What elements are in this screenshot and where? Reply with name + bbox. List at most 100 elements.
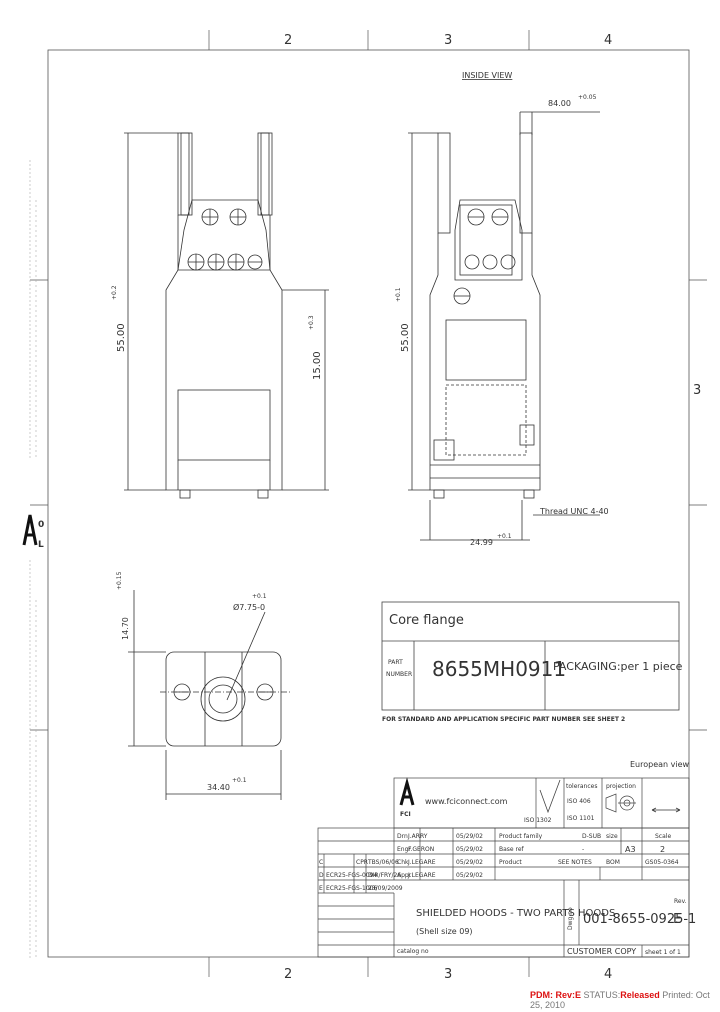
rev-label: Rev. — [674, 898, 687, 905]
fci-logo — [399, 777, 415, 806]
dim-side-tol: +0.15 — [116, 571, 123, 590]
row2-role: Chk — [397, 859, 409, 866]
left-logo: 0 L — [22, 514, 44, 550]
roughness: ISO 1302 — [524, 817, 552, 824]
grid-ticks — [30, 30, 707, 977]
row3-name: J.LEGARE — [407, 872, 436, 879]
row0-name: J.ARRY — [407, 833, 428, 840]
rev0-date: TBS/06/06 — [367, 859, 399, 866]
scale-value: 2 — [660, 845, 665, 854]
row2-date: 05/29/02 — [456, 859, 483, 866]
margin-notes — [29, 160, 37, 960]
rev1-date: DIR/FRY/26 — [368, 872, 401, 879]
rev1-letter: D — [319, 872, 324, 879]
dim-top-right: 84.00 — [548, 99, 571, 108]
dim-height-right: 55.00 — [400, 323, 411, 352]
rev0-letter: C — [319, 859, 323, 866]
dim-hole: Ø7.75-0 — [233, 602, 265, 612]
grid-col-2-bottom: 2 — [284, 967, 292, 982]
row2-value: SEE NOTES — [558, 859, 592, 866]
arrow-icon — [651, 807, 681, 813]
dim-width-right: 24.99 — [470, 538, 493, 547]
dim-hole-tol: +0.1 — [252, 593, 267, 600]
row3-date: 05/29/02 — [456, 872, 483, 879]
rev1-ecn: ECR25-FGS-0094 — [326, 872, 377, 879]
drawing-title: SHIELDED HOODS - TWO PARTS HOODS — [416, 908, 615, 919]
bottom-view — [128, 590, 290, 800]
row2-label: Product — [499, 859, 522, 866]
grid-col-3-bottom: 3 — [444, 967, 452, 982]
status-value: Released — [620, 990, 660, 1000]
sheet-count: sheet 1 of 1 — [645, 949, 681, 956]
front-view — [124, 132, 329, 499]
core-flange: Core flange — [389, 613, 464, 628]
grid-row-3-right: 3 — [693, 383, 701, 398]
dim-bottom-tol: +0.1 — [232, 777, 247, 784]
row0-value: D-SUB — [582, 833, 601, 840]
row1-date: 05/29/02 — [456, 846, 483, 853]
scale-label: Scale — [655, 833, 671, 840]
info-box — [381, 601, 680, 711]
dim-inner-left-tol: +0.3 — [308, 315, 315, 330]
title-block-grid — [317, 777, 690, 958]
part-label-2: NUMBER — [386, 671, 412, 678]
row1-role: Engr — [397, 846, 411, 853]
dim-width-right-tol: +0.1 — [497, 533, 512, 540]
dim-side: 14.70 — [121, 617, 130, 640]
dim-inner-left: 15.00 — [312, 351, 323, 380]
rev2-letter: E — [319, 885, 323, 892]
dim-top-right-tol: +0.05 — [578, 94, 597, 101]
catalog-label: catalog no — [397, 948, 429, 955]
tol-2: ISO 1101 — [567, 815, 595, 822]
grid-col-3-top: 3 — [444, 33, 452, 48]
dim-height-right-tol: +0.1 — [395, 287, 402, 302]
sheet-size: A3 — [625, 845, 636, 854]
row0-date: 05/29/02 — [456, 833, 483, 840]
drawing-number: 001-8655-0925-1 — [583, 912, 696, 927]
inside-view — [408, 111, 600, 541]
packaging: PACKAGING:per 1 piece — [553, 660, 683, 673]
rev2-ecn: ECR25-FGS-1006 — [326, 885, 377, 892]
rev2-date: 23/09/2009 — [368, 885, 403, 892]
row2-code: GS05-0364 — [645, 859, 679, 866]
projection-icon — [605, 793, 636, 813]
projection-label: European view — [630, 760, 690, 769]
printed-date: Printed: Oct 25, 2010 — [530, 990, 710, 1010]
svg-text:0: 0 — [38, 520, 44, 530]
thread-label: Thread UNC 4-40 — [539, 507, 609, 516]
rev0-ecn: CPR — [356, 859, 368, 866]
row2-extra: BOM — [606, 859, 620, 866]
fci-logo-text: FCI — [400, 811, 411, 818]
svg-text:L: L — [38, 540, 44, 550]
pdm-revision: PDM: Rev:E — [530, 990, 582, 1000]
row0-extra: size — [606, 833, 618, 840]
tolerances-label: tolerances — [566, 783, 597, 790]
inside-view-label: INSIDE VIEW — [462, 71, 512, 80]
sheet-note: FOR STANDARD AND APPLICATION SPECIFIC PA… — [382, 716, 625, 723]
grid-col-4-top: 4 — [604, 33, 612, 48]
part-number: 8655MH0911 — [432, 657, 566, 681]
tol-1: ISO 406 — [567, 798, 591, 805]
row1-label: Base ref — [499, 846, 525, 853]
row2-name: J.LEGARE — [407, 859, 436, 866]
dim-height-left: 55.00 — [116, 323, 127, 352]
grid-col-4-bottom: 4 — [604, 967, 612, 982]
dim-bottom: 34.40 — [207, 783, 230, 792]
status-label: STATUS: — [583, 990, 621, 1000]
row0-role: Drn — [397, 833, 408, 840]
website: www.fciconnect.com — [425, 797, 508, 806]
roughness-icon — [539, 779, 561, 814]
status-bar: PDM: Rev:E STATUS:Released Printed: Oct … — [530, 990, 720, 1010]
drawing-subtitle: (Shell size 09) — [416, 927, 473, 936]
row1-name: F.GERON — [408, 846, 434, 853]
dim-height-left-tol: +0.2 — [111, 285, 118, 300]
row1-value: - — [582, 846, 584, 853]
row3-role: Appr — [397, 872, 412, 879]
grid-col-2-top: 2 — [284, 33, 292, 48]
dwg-no-label: Dwg no — [567, 907, 574, 930]
customer-copy: CUSTOMER COPY — [567, 947, 636, 956]
row0-label: Product family — [499, 833, 543, 840]
part-label-1: PART — [388, 659, 403, 666]
projection-h: projection — [606, 783, 636, 790]
